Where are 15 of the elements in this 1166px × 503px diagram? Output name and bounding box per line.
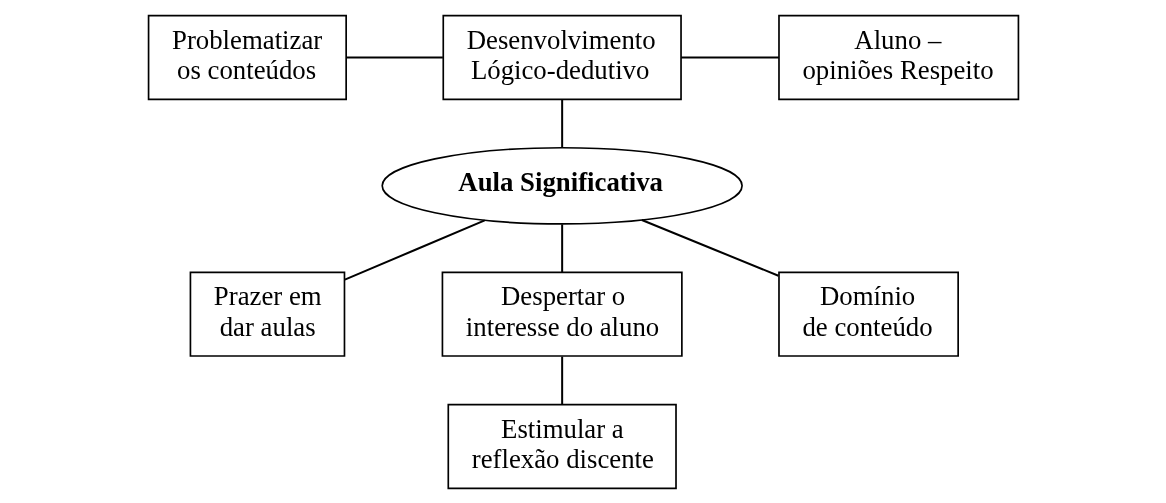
- node-box: Prazer em dar aulas: [189, 270, 345, 357]
- node-ellipse: Aula Significativa: [380, 146, 743, 225]
- node-box: Aluno – opiniões Respeito: [777, 14, 1019, 100]
- connector: [560, 356, 563, 404]
- node-box: Estimular a reflexão discente: [446, 403, 677, 489]
- connector: [344, 218, 485, 281]
- node-box: Domínio de conteúdo: [777, 270, 959, 357]
- connector: [345, 56, 443, 59]
- node-box: Despertar o interesse do aluno: [441, 270, 683, 357]
- connector: [680, 56, 779, 59]
- connector: [560, 98, 563, 147]
- connector: [560, 223, 563, 272]
- node-box: Desenvolvimento Lógico-dedutivo: [441, 14, 682, 100]
- connector: [640, 218, 779, 277]
- node-box: Problematizar os conteúdos: [147, 14, 347, 100]
